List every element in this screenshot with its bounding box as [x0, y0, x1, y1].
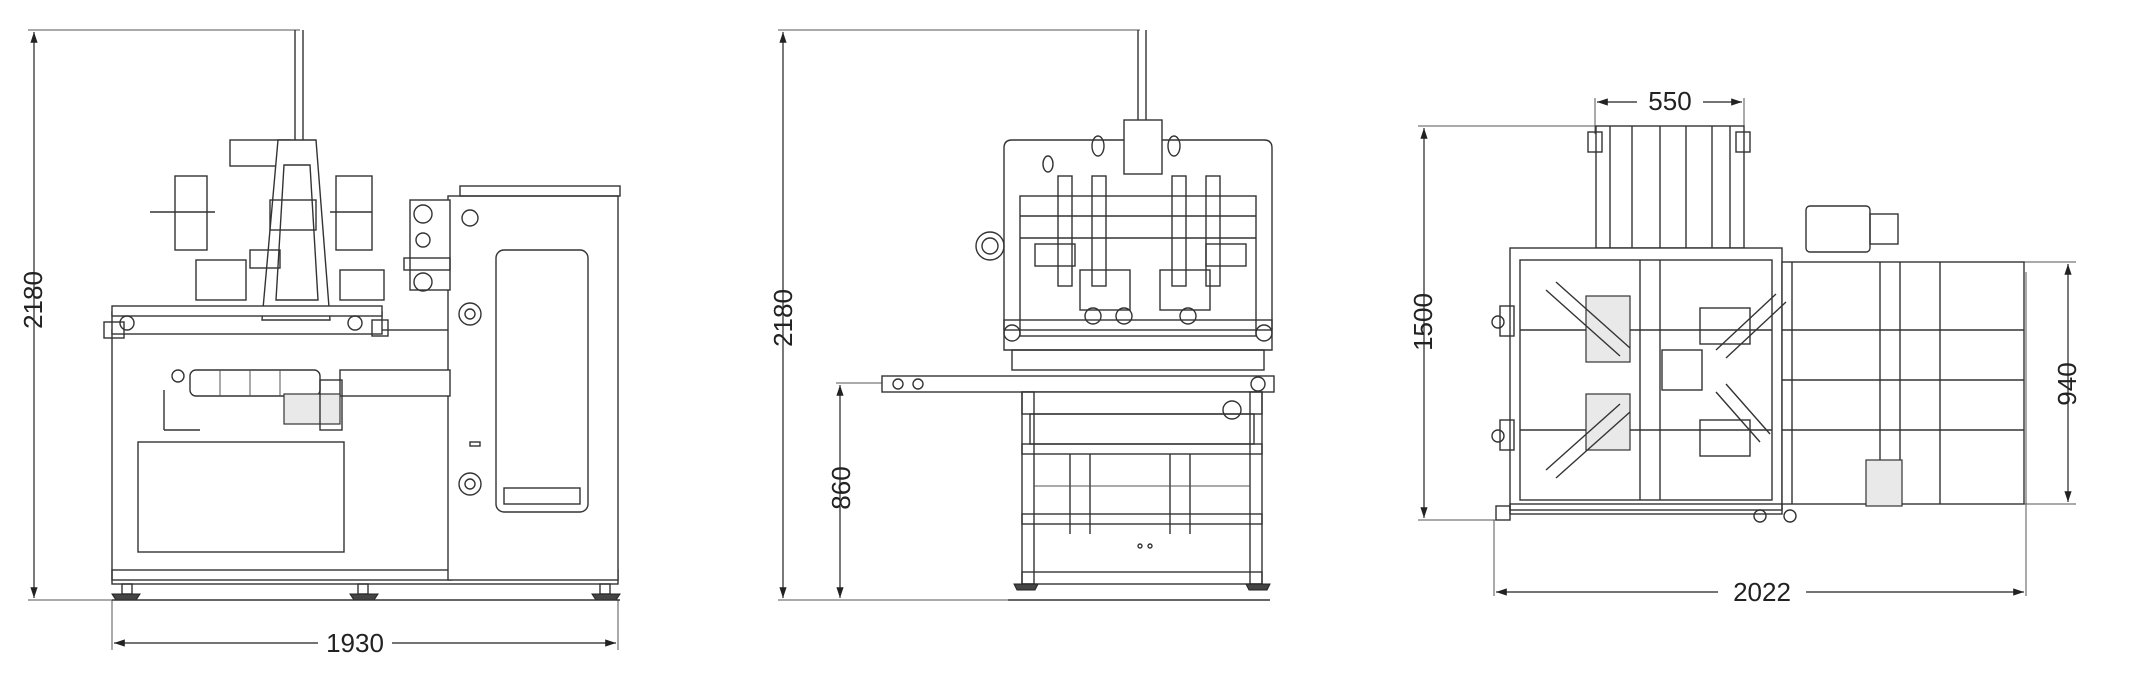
front-table-height-label: 860	[826, 466, 856, 509]
top-width-2022-dimension: 2022	[1493, 272, 2027, 607]
side-height-dimension: 2180	[18, 29, 300, 601]
front-lower-frame	[1008, 391, 1271, 601]
front-conveyor-arm	[881, 375, 1275, 393]
side-view: 2180 1930	[18, 29, 621, 658]
side-height-label: 2180	[18, 271, 48, 329]
side-right-panel	[447, 185, 621, 581]
side-width-label: 1930	[326, 628, 384, 658]
top-width-2022-label: 2022	[1733, 577, 1791, 607]
top-depth-1500-dimension: 1500	[1408, 125, 1596, 521]
front-view: 2180 860	[768, 29, 1275, 601]
top-main-frame	[1491, 205, 2025, 523]
front-height-label: 2180	[768, 289, 798, 347]
side-width-dimension: 1930	[111, 600, 619, 658]
top-depth-940-label: 940	[2052, 362, 2082, 405]
top-depth-940-dimension: 940	[1988, 261, 2082, 505]
top-width-550-dimension: 550	[1594, 86, 1745, 134]
top-rear-magazine	[1587, 125, 1751, 249]
side-upper-mechanism	[111, 30, 451, 331]
top-depth-1500-label: 1500	[1408, 293, 1438, 351]
front-table-height-dimension: 860	[826, 382, 892, 598]
top-view: 550 1500 940 2022	[1408, 86, 2082, 607]
front-upper-box	[975, 119, 1273, 371]
top-width-550-label: 550	[1648, 86, 1691, 116]
front-height-dimension: 2180	[768, 29, 1140, 601]
